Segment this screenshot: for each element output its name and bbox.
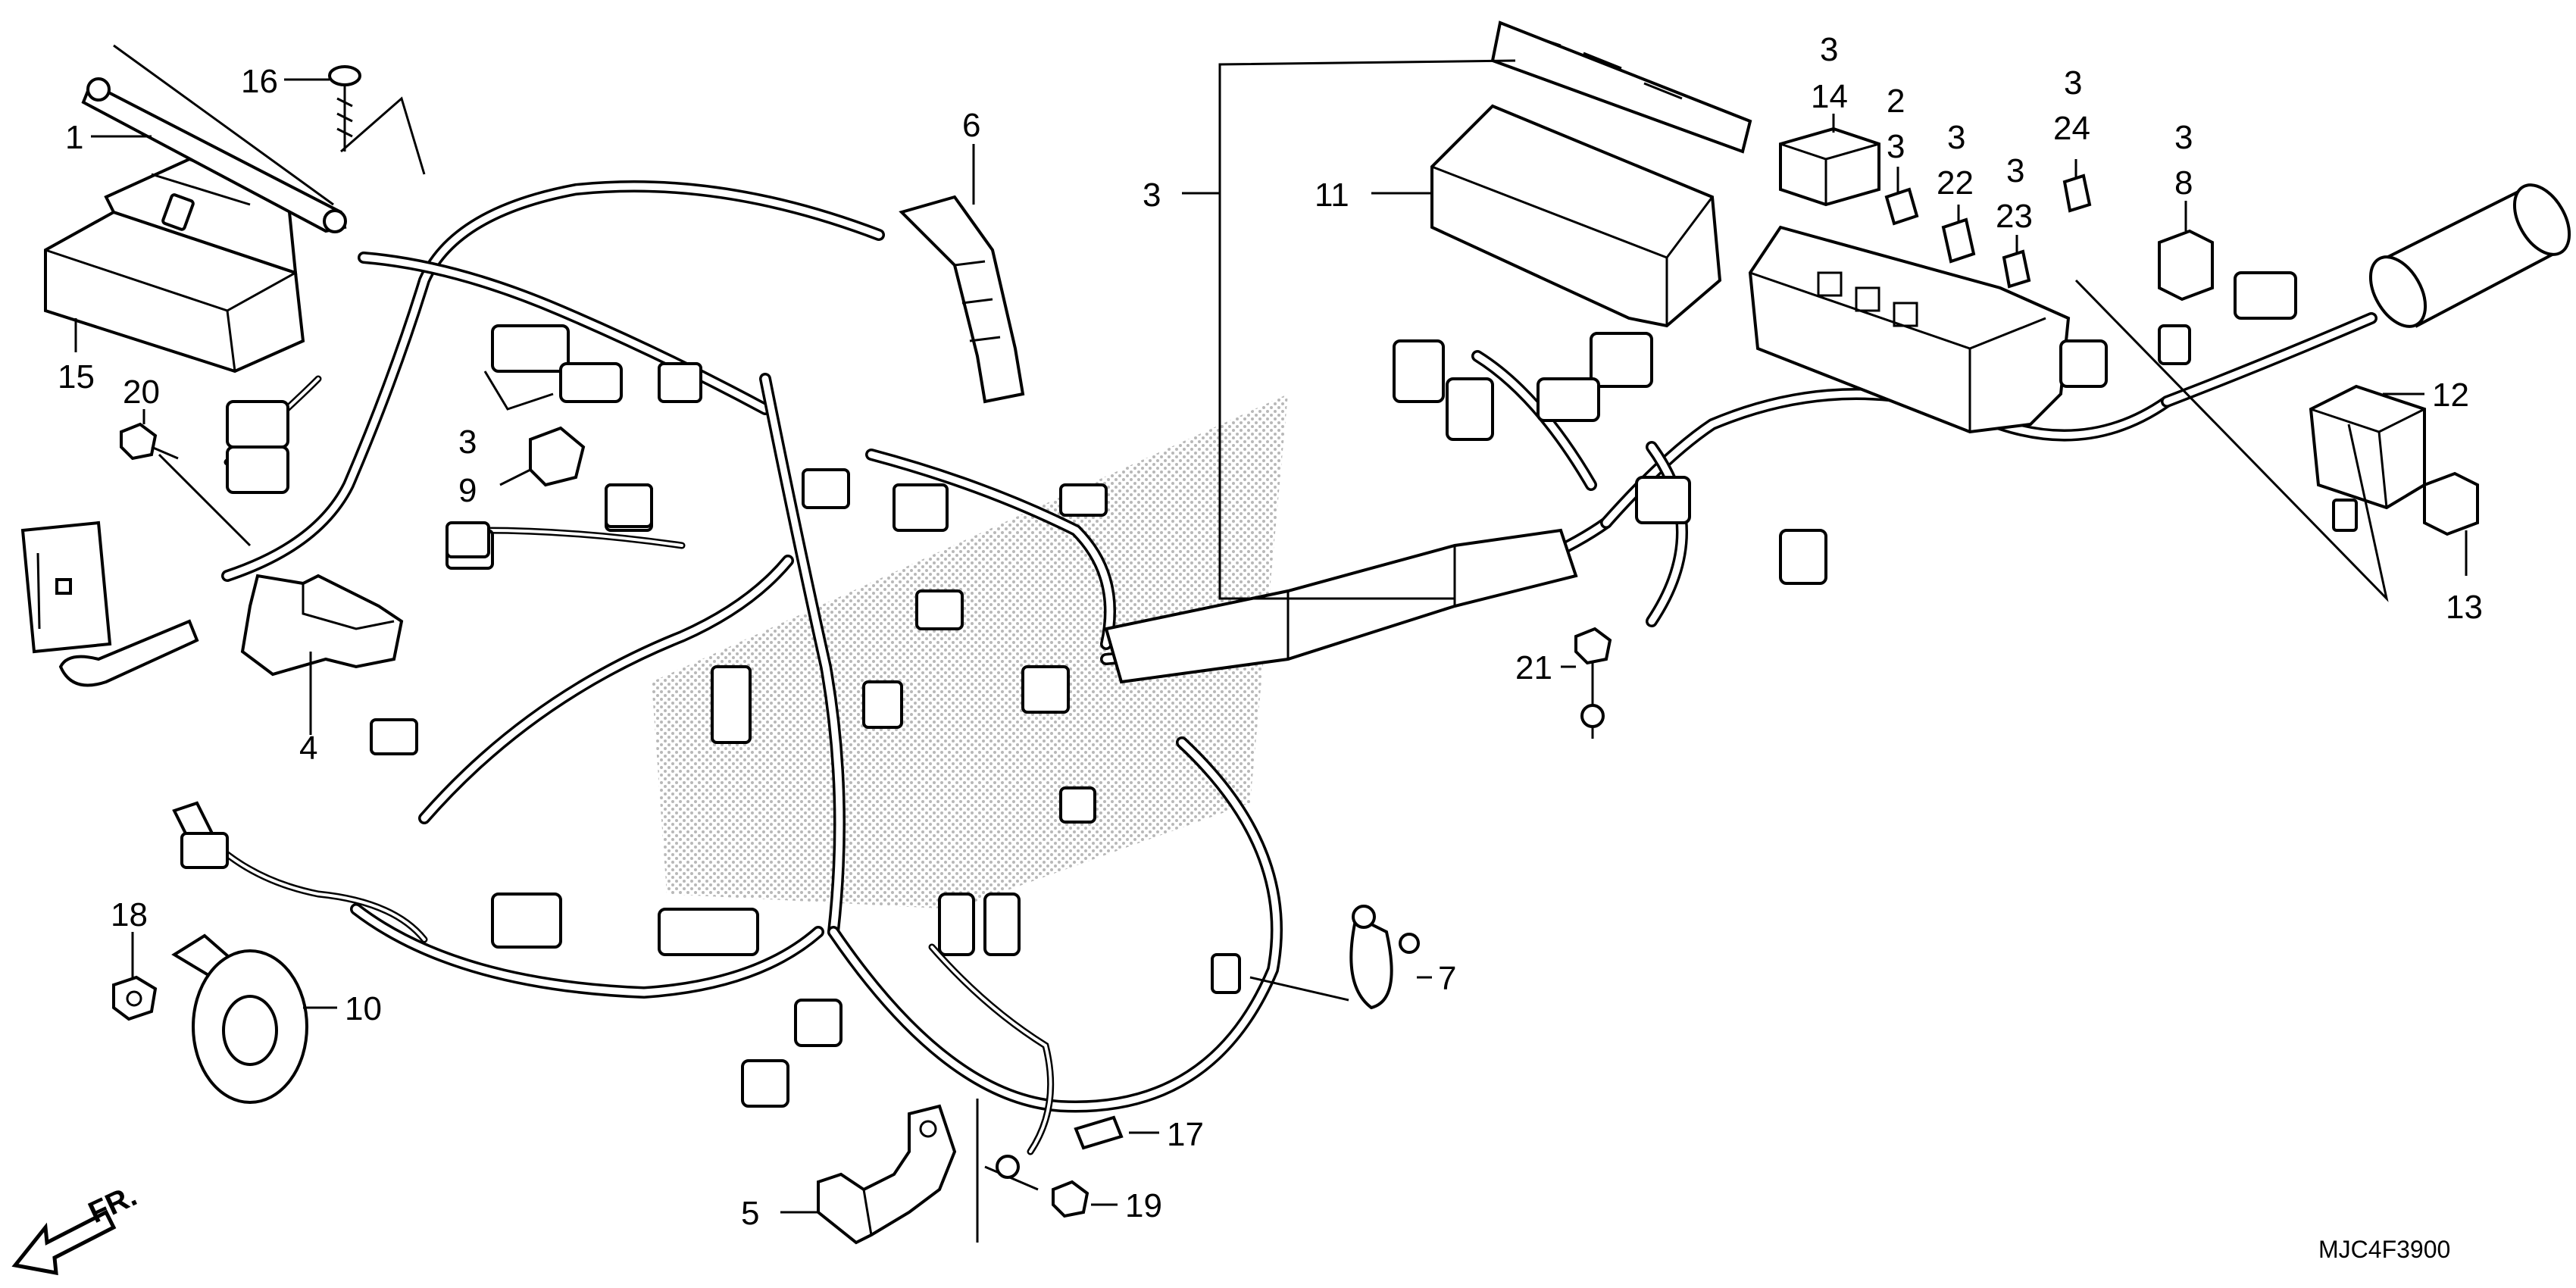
connector-near-9	[445, 483, 653, 558]
callout-3-fuse-22: 3	[1947, 119, 1965, 156]
callout-10: 10	[345, 990, 382, 1027]
callout-3-relay-8: 3	[2174, 119, 2193, 156]
bolt-20-part	[120, 422, 179, 461]
bracket-4-part	[240, 574, 404, 677]
callout-22: 22	[1937, 164, 1974, 202]
connector-small-4	[370, 718, 418, 755]
cap-17-part	[1074, 1115, 1124, 1150]
callout-17: 17	[1167, 1116, 1204, 1153]
connector-9-part	[529, 426, 586, 487]
relay-14-part	[1779, 127, 1880, 207]
horn-10-part	[171, 933, 308, 1104]
leader-lines	[74, 44, 2468, 1243]
callout-8: 8	[2174, 164, 2193, 202]
callout-23: 23	[1996, 198, 2033, 235]
harness-connectors	[161, 193, 1108, 1108]
harness-end-connector	[20, 521, 199, 687]
callout-4: 4	[299, 730, 317, 767]
fuse-box-part	[1748, 225, 2071, 434]
callout-16: 16	[241, 63, 278, 100]
callout-18: 18	[111, 896, 148, 933]
callout-21: 21	[1515, 649, 1552, 686]
callout-3-relay: 3	[1820, 31, 1838, 68]
fuse-22-part	[1941, 217, 1976, 264]
connectors-right-harness	[1393, 332, 1827, 585]
band-7-part	[1211, 905, 1420, 1010]
callout-9: 9	[458, 472, 477, 509]
fuse-23-part	[2002, 249, 2031, 289]
callout-14: 14	[1811, 78, 1848, 115]
callout-20: 20	[123, 374, 160, 411]
cap-13-part	[2423, 471, 2479, 536]
callout-15: 15	[58, 358, 95, 395]
cylinder-part	[2368, 183, 2571, 328]
callout-labels: 16 1 15 20 3 9 4 6 3 11 3 14 2 3 3 22 3 …	[58, 31, 2483, 1232]
ecu-stay-part	[81, 77, 347, 233]
front-direction-arrow-icon: FR.	[11, 1179, 142, 1276]
bracket-5-part	[817, 1104, 957, 1245]
callout-19: 19	[1125, 1187, 1162, 1224]
bolt-19-part	[984, 1155, 1089, 1218]
screw-16-part	[328, 65, 361, 152]
callout-24: 24	[2053, 110, 2090, 147]
callout-1: 1	[65, 119, 83, 156]
fuse-2-part	[1884, 187, 1919, 226]
callout-3-fuse-box: 3	[1143, 177, 1161, 214]
callout-3-fuse-2: 3	[1887, 128, 1905, 165]
nut-18-part	[112, 975, 158, 1021]
relay-box-12-part	[2309, 384, 2426, 532]
connector-cluster-right	[2059, 271, 2297, 388]
callout-12: 12	[2432, 377, 2469, 414]
harness-frame-section	[1104, 528, 1578, 684]
callout-11: 11	[1315, 177, 1349, 214]
callout-3-fuse-24: 3	[2064, 64, 2082, 102]
callout-3-fuse-23: 3	[2006, 152, 2024, 189]
main-harness-wires	[221, 180, 2377, 1113]
callout-2: 2	[1887, 83, 1905, 120]
callout-5: 5	[741, 1195, 759, 1232]
relay-8-part	[2158, 229, 2214, 302]
callout-3-connector: 3	[458, 424, 477, 461]
bolt-21-part	[1574, 627, 1612, 739]
callout-7: 7	[1438, 960, 1456, 997]
callout-6: 6	[962, 107, 980, 144]
fuse-24-part	[2062, 174, 2092, 213]
callout-13: 13	[2446, 589, 2483, 626]
watermark-stipple	[652, 394, 1288, 909]
fuse-box-cover-11-part	[1430, 20, 1752, 328]
drawing-code: MJC4F3900	[2318, 1236, 2450, 1263]
clip-6-part	[899, 195, 1025, 404]
